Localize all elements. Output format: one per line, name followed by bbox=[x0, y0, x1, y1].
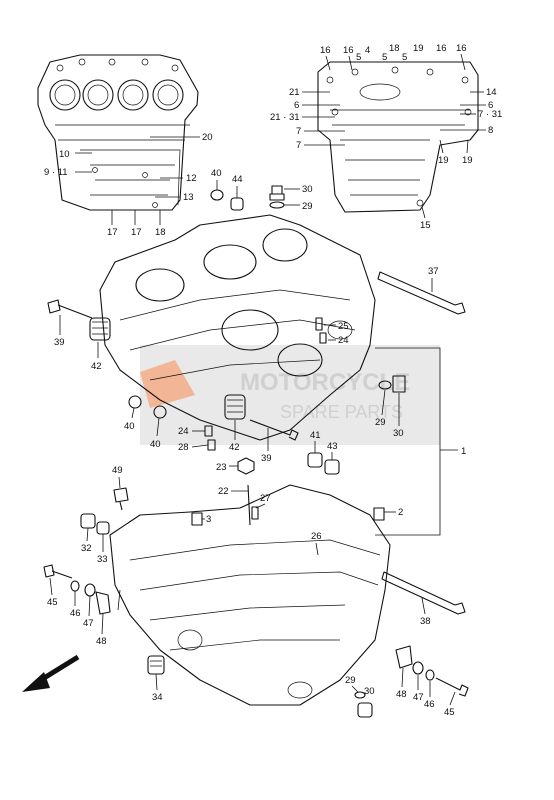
callout-label: 30 bbox=[393, 428, 404, 439]
callout-label: 17 bbox=[107, 227, 118, 238]
callout-label: 48 bbox=[96, 636, 107, 647]
callout-label: 44 bbox=[232, 174, 243, 185]
callout-label: 28 bbox=[178, 442, 189, 453]
callout-label: 5 bbox=[402, 52, 407, 63]
callout-label: 40 bbox=[124, 421, 135, 432]
callout-label: 46 bbox=[70, 608, 81, 619]
callout-label: 5 bbox=[382, 52, 387, 63]
callout-label: 45 bbox=[444, 707, 455, 718]
callout-label: 42 bbox=[229, 442, 240, 453]
callout-label: 7 bbox=[296, 140, 301, 151]
callout-label: 24 bbox=[338, 335, 349, 346]
callout-label: 43 bbox=[327, 441, 338, 452]
callouts-top-left: 20 10 9 · 11 12 13 17 17 18 bbox=[44, 132, 213, 238]
callout-label: 42 bbox=[91, 361, 102, 372]
callout-label: 22 bbox=[218, 486, 229, 497]
callout-label: 16 bbox=[436, 43, 447, 54]
callout-label: 6 bbox=[294, 100, 299, 111]
callout-label: 8 bbox=[488, 125, 493, 136]
watermark-line-2: SPARE PARTS bbox=[280, 402, 403, 422]
callout-label: 9 · 11 bbox=[44, 167, 68, 178]
callout-label: 49 bbox=[112, 465, 123, 476]
callout-label: 17 bbox=[131, 227, 142, 238]
callout-label: 4 bbox=[365, 45, 370, 56]
callout-label: 7 bbox=[296, 126, 301, 137]
callout-label: 19 bbox=[438, 155, 449, 166]
callout-label: 14 bbox=[486, 87, 497, 98]
callout-label: 6 bbox=[488, 100, 493, 111]
callout-label: 27 bbox=[260, 493, 271, 504]
callout-label: 13 bbox=[183, 192, 194, 203]
callouts-top-right: 16 16 4 5 18 5 19 5 16 16 21 14 6 6 21 ·… bbox=[270, 43, 502, 231]
callouts-bottom: 32 33 26 45 46 47 48 38 34 29 30 48 47 4… bbox=[47, 527, 456, 718]
watermark-line-1: MOTORCYCLE bbox=[240, 369, 410, 396]
callout-label: 23 bbox=[216, 462, 227, 473]
callout-label: 5 bbox=[356, 52, 361, 63]
callouts-middle: 40 44 30 29 37 39 42 25 24 40 40 24 28 4… bbox=[54, 168, 466, 525]
callout-label: 29 bbox=[302, 201, 313, 212]
callout-label: 10 bbox=[59, 149, 70, 160]
callout-label: 40 bbox=[211, 168, 222, 179]
callout-label: 32 bbox=[81, 543, 92, 554]
callout-label: 33 bbox=[97, 554, 108, 565]
crankcase-underside-view-drawing bbox=[317, 61, 479, 213]
callout-label: 3 bbox=[206, 514, 211, 525]
callout-label: 37 bbox=[428, 266, 439, 277]
callout-label: 2 bbox=[398, 507, 403, 518]
callout-label: 25 bbox=[338, 321, 349, 332]
callout-label: 19 bbox=[413, 43, 424, 54]
callout-label: 15 bbox=[420, 220, 431, 231]
callout-label: 29 bbox=[375, 417, 386, 428]
callout-label: 41 bbox=[310, 430, 321, 441]
callout-label: 16 bbox=[320, 45, 331, 56]
callout-label: 16 bbox=[343, 45, 354, 56]
callout-label: 29 bbox=[345, 675, 356, 686]
upper-crankcase-drawing bbox=[99, 214, 376, 441]
callout-label: 21 bbox=[289, 87, 300, 98]
callout-label: 18 bbox=[155, 227, 166, 238]
callout-label: 21 · 31 bbox=[270, 112, 300, 123]
callout-label: 19 bbox=[462, 155, 473, 166]
bottom-small-parts-drawing bbox=[43, 513, 469, 718]
callout-label: 30 bbox=[364, 686, 375, 697]
callout-label: 47 bbox=[83, 618, 94, 629]
callout-label: 39 bbox=[54, 337, 65, 348]
callout-label: 45 bbox=[47, 597, 58, 608]
callout-label: 39 bbox=[261, 453, 272, 464]
callout-label: 38 bbox=[420, 616, 431, 627]
callout-label: 40 bbox=[150, 439, 161, 450]
callout-label: 20 bbox=[202, 132, 213, 143]
callout-label: 1 bbox=[461, 446, 466, 457]
callout-label: 47 bbox=[413, 692, 424, 703]
callout-label: 46 bbox=[424, 699, 435, 710]
lower-crankcase-drawing bbox=[109, 484, 391, 706]
callout-label: 7 · 31 bbox=[478, 109, 502, 120]
group-bracket-line bbox=[375, 347, 458, 536]
callout-label: 34 bbox=[152, 692, 163, 703]
callout-label: 18 bbox=[389, 43, 400, 54]
callout-label: 16 bbox=[456, 43, 467, 54]
front-direction-arrow-icon bbox=[22, 654, 80, 692]
callout-label: 30 bbox=[302, 184, 313, 195]
callout-label: 12 bbox=[186, 173, 197, 184]
callout-label: 24 bbox=[178, 426, 189, 437]
cylinder-top-view-drawing bbox=[37, 54, 199, 211]
callout-label: 26 bbox=[311, 531, 322, 542]
callout-label: 48 bbox=[396, 689, 407, 700]
